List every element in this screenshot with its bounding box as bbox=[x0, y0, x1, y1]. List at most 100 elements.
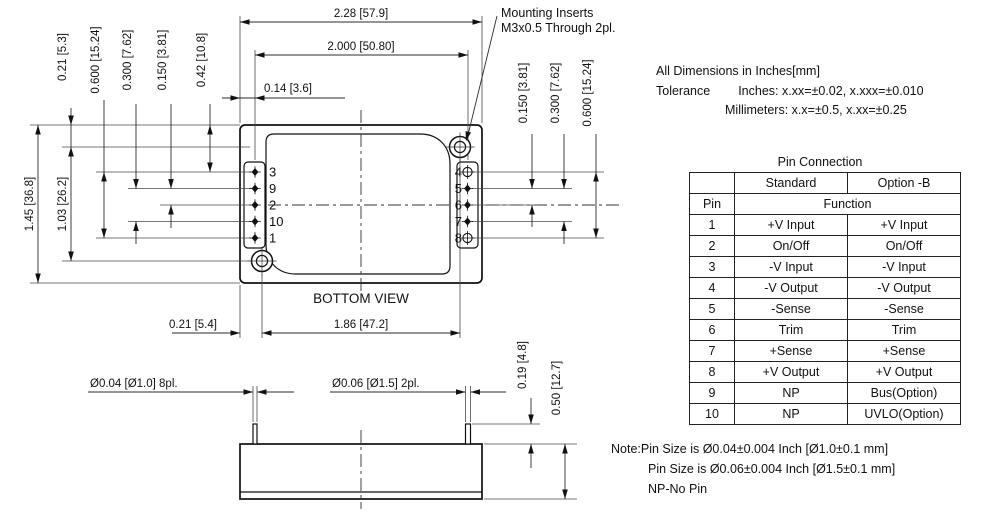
table-row: 6 Trim Trim bbox=[689, 319, 961, 341]
cell-option: Trim bbox=[847, 319, 961, 341]
side-pin-small bbox=[252, 423, 258, 445]
header-pin: Pin bbox=[689, 193, 735, 215]
side-pin-large bbox=[464, 423, 472, 445]
cell-option: UVLO(Option) bbox=[847, 403, 961, 425]
pin-table-title: Pin Connection bbox=[777, 155, 863, 169]
cell-pin: 8 bbox=[689, 361, 735, 383]
dimension-annotations: 2.28 [57.9] 2.000 [50.80] 0.14 [3.6] 1.4… bbox=[24, 8, 604, 338]
cell-option: -V Input bbox=[847, 256, 961, 278]
dim-edge-to-hole-bottom: 0.21 [5.4] bbox=[169, 319, 217, 331]
cell-pin: 2 bbox=[689, 235, 735, 257]
package-top-face-outline bbox=[265, 133, 451, 275]
side-view: Ø0.04 [Ø1.0] 8pl. Ø0.06 [Ø1.5] 2pl. 0.19… bbox=[88, 341, 577, 509]
tolerance-line2: Tolerance Inches: x.xx=±0.02, x.xxx=±0.01… bbox=[656, 82, 924, 102]
cell-pin: 6 bbox=[689, 319, 735, 341]
table-row: 7 +Sense +Sense bbox=[689, 340, 961, 362]
dim-edge-to-pin: 0.14 [3.6] bbox=[264, 83, 312, 95]
cell-standard: +V Input bbox=[734, 214, 848, 236]
cell-option: +Sense bbox=[847, 340, 961, 362]
dim-pin-span-v-left: 0.600 [15.24] bbox=[90, 26, 102, 93]
dim-pin-dia-small: Ø0.04 [Ø1.0] 8pl. bbox=[90, 378, 178, 390]
table-row: 1 +V Input +V Input bbox=[689, 214, 961, 236]
pin-label-7: 7 bbox=[455, 214, 462, 229]
dim-pin-pitch-right: 0.150 [3.81] bbox=[518, 63, 530, 124]
tolerance-line1: All Dimensions in Inches[mm] bbox=[656, 64, 820, 78]
side-body-outline bbox=[239, 443, 483, 500]
cell-standard: -Sense bbox=[734, 298, 848, 320]
cell-standard: NP bbox=[734, 403, 848, 425]
header-function: Function bbox=[734, 193, 961, 215]
table-header-row: Standard Option -B bbox=[689, 172, 961, 194]
cell-option: Bus(Option) bbox=[847, 382, 961, 404]
mounting-note-line2: M3x0.5 Through 2pl. bbox=[501, 21, 615, 35]
pin-label-2: 2 bbox=[269, 198, 276, 213]
cell-standard: +Sense bbox=[734, 340, 848, 362]
table-row: 2 On/Off On/Off bbox=[689, 235, 961, 257]
note-line3: NP-No Pin bbox=[648, 482, 708, 496]
tolerance-inches: Inches: x.xx=±0.02, x.xxx=±0.010 bbox=[738, 83, 924, 98]
dim-pin-height: 0.19 [4.8] bbox=[517, 341, 529, 389]
dim-pin-pitch2-right: 0.300 [7.62] bbox=[550, 63, 562, 124]
tolerance-label: Tolerance bbox=[656, 83, 711, 98]
pin-label-9: 9 bbox=[269, 181, 276, 196]
mounting-note-line1: Mounting Inserts bbox=[501, 6, 593, 20]
pin-label-5: 5 bbox=[455, 181, 462, 196]
cell-option: On/Off bbox=[847, 235, 961, 257]
pin-label-1: 1 bbox=[269, 231, 276, 246]
cell-option: +V Input bbox=[847, 214, 961, 236]
dim-hole-span-v: 1.03 [26.2] bbox=[57, 177, 69, 231]
cell-standard: On/Off bbox=[734, 235, 848, 257]
notes-block: Note:Pin Size is Ø0.04±0.004 Inch [Ø1.0±… bbox=[611, 439, 895, 499]
table-row: 5 -Sense -Sense bbox=[689, 298, 961, 320]
cell-pin: 5 bbox=[689, 298, 735, 320]
cell-pin: 7 bbox=[689, 340, 735, 362]
cell-option: +V Output bbox=[847, 361, 961, 383]
tolerance-block: All Dimensions in Inches[mm] Tolerance In… bbox=[656, 62, 924, 121]
pin-label-6: 6 bbox=[455, 198, 462, 213]
dim-pin-pitch-left: 0.150 [3.81] bbox=[157, 30, 169, 91]
cell-pin: 1 bbox=[689, 214, 735, 236]
cell-standard: +V Output bbox=[734, 361, 848, 383]
header-standard: Standard bbox=[734, 172, 848, 194]
cell-standard: -V Input bbox=[734, 256, 848, 278]
table-subheader-row: Pin Function bbox=[689, 193, 961, 215]
dim-body-thickness: 0.50 [12.7] bbox=[551, 361, 563, 415]
mounting-leader: Mounting Inserts M3x0.5 Through 2pl. bbox=[463, 6, 615, 142]
table-row: 8 +V Output +V Output bbox=[689, 361, 961, 383]
pins-bottom-view: 3 9 2 10 1 4 5 6 7 8 bbox=[248, 164, 476, 246]
dim-pin-span-v-right: 0.600 [15.24] bbox=[582, 59, 594, 126]
dim-pin-span-h: 2.000 [50.80] bbox=[327, 41, 394, 53]
dim-pin-pitch2-left: 0.300 [7.62] bbox=[122, 30, 134, 91]
dim-top-to-pin: 0.42 [10.8] bbox=[196, 33, 208, 87]
header-option-b: Option -B bbox=[847, 172, 961, 194]
cell-pin: 4 bbox=[689, 277, 735, 299]
dim-hole-span-h: 1.86 [47.2] bbox=[334, 319, 388, 331]
bottom-view bbox=[239, 110, 620, 300]
table-row: 10 NP UVLO(Option) bbox=[689, 403, 961, 425]
pin-label-10: 10 bbox=[269, 214, 283, 229]
cell-option: -V Output bbox=[847, 277, 961, 299]
header-corner-cell bbox=[689, 172, 735, 194]
cell-standard: Trim bbox=[734, 319, 848, 341]
note-line1: Note:Pin Size is Ø0.04±0.004 Inch [Ø1.0±… bbox=[611, 442, 889, 456]
dim-edge-to-hole-top: 0.21 [5.3] bbox=[57, 33, 69, 81]
note-line2: Pin Size is Ø0.06±0.004 Inch [Ø1.5±0.1 m… bbox=[648, 462, 896, 476]
cell-option: -Sense bbox=[847, 298, 961, 320]
cell-pin: 9 bbox=[689, 382, 735, 404]
pin-label-4: 4 bbox=[455, 165, 462, 180]
pin-connection-table: Standard Option -B Pin Function 1 +V Inp… bbox=[689, 172, 961, 425]
cell-pin: 10 bbox=[689, 403, 735, 425]
dim-body-height: 1.45 [36.8] bbox=[24, 177, 36, 231]
pin-label-3: 3 bbox=[269, 165, 276, 180]
table-row: 9 NP Bus(Option) bbox=[689, 382, 961, 404]
table-row: 3 -V Input -V Input bbox=[689, 256, 961, 278]
cell-standard: NP bbox=[734, 382, 848, 404]
table-row: 4 -V Output -V Output bbox=[689, 277, 961, 299]
dim-outer-width: 2.28 [57.9] bbox=[334, 8, 388, 20]
dim-pin-dia-large: Ø0.06 [Ø1.5] 2pl. bbox=[332, 378, 420, 390]
tolerance-line3: Millimeters: x.x=±0.5, x.xx=±0.25 bbox=[725, 103, 907, 117]
bottom-view-label: BOTTOM VIEW bbox=[313, 291, 409, 306]
pin-label-8: 8 bbox=[455, 231, 462, 246]
